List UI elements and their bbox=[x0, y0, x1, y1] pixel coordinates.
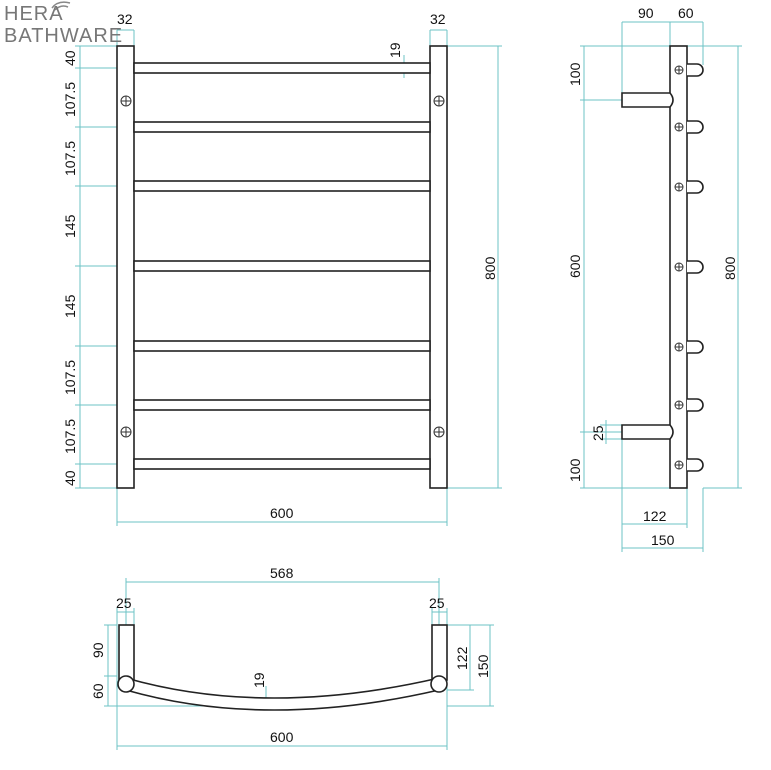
dim-height: 800 bbox=[482, 256, 498, 280]
dim-right-post: 25 bbox=[429, 595, 445, 611]
dim-left: 100 bbox=[567, 458, 583, 482]
dim-left: 60 bbox=[90, 683, 106, 699]
dim-150: 150 bbox=[651, 532, 675, 548]
dim-peg-depth: 60 bbox=[678, 5, 694, 21]
dim-bar-dia: 19 bbox=[251, 672, 267, 688]
dim-height: 800 bbox=[722, 256, 738, 280]
dim-left: 40 bbox=[62, 470, 78, 486]
dim-left: 90 bbox=[90, 642, 106, 658]
logo-line2: BATHWARE bbox=[4, 25, 123, 47]
dim-left: 100 bbox=[567, 62, 583, 86]
dim-inner-width: 568 bbox=[270, 565, 294, 581]
dim-left: 107.5 bbox=[62, 360, 78, 395]
logo-line1: HERA bbox=[4, 3, 64, 25]
dim-left: 145 bbox=[62, 294, 78, 318]
top-view: 568 25 25 90 60 19 122 150 600 bbox=[90, 565, 494, 750]
dim-left: 600 bbox=[567, 254, 583, 278]
screw-icons bbox=[120, 95, 445, 438]
dim-left: 40 bbox=[62, 50, 78, 66]
dim-left: 145 bbox=[62, 214, 78, 238]
dim-150: 150 bbox=[475, 654, 491, 678]
dim-122: 122 bbox=[454, 646, 470, 670]
dim-left: 107.5 bbox=[62, 419, 78, 454]
dim-top-right: 32 bbox=[430, 11, 446, 27]
dim-arm-thickness: 25 bbox=[590, 425, 606, 441]
side-view: 90 60 100 600 100 25 800 122 150 bbox=[567, 5, 742, 552]
front-view: 32 32 19 40 107.5 107.5 145 145 107.5 10… bbox=[62, 11, 502, 526]
dim-top-left: 32 bbox=[117, 11, 133, 27]
dim-left: 107.5 bbox=[62, 141, 78, 176]
brand-logo: HERA BATHWARE bbox=[4, 1, 123, 47]
dim-122: 122 bbox=[643, 508, 667, 524]
dim-bar-dia: 19 bbox=[387, 42, 403, 58]
dim-left: 107.5 bbox=[62, 82, 78, 117]
logo-swoosh-icon bbox=[51, 1, 71, 11]
dim-arm-depth: 90 bbox=[638, 5, 654, 21]
dim-width: 600 bbox=[270, 729, 294, 745]
screw-icons bbox=[674, 65, 684, 470]
dim-left-post: 25 bbox=[116, 595, 132, 611]
dim-width: 600 bbox=[270, 505, 294, 521]
